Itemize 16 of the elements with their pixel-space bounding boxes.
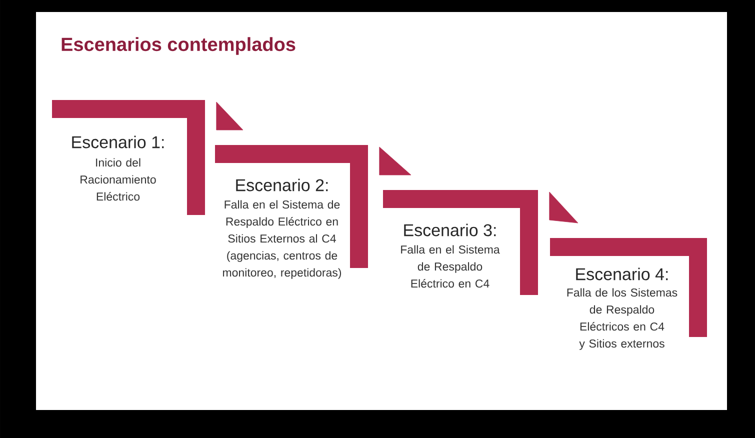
step-heading: Escenario 3: (404, 224, 496, 236)
step-bracket (215, 144, 368, 268)
chevron-arrow (379, 146, 412, 176)
step-description: Falla en el Sistema de Respaldo Eléctrico en Sitios Externos al C4 (agencias, centros de monitoreo, repetidoras) (223, 200, 342, 279)
step-bracket (52, 100, 205, 215)
title: Escenarios contemplados (62, 37, 296, 55)
step-description: Falla en el Sistema de Respaldo Eléctrico en C4 (401, 245, 500, 288)
step-bracket (383, 190, 538, 295)
step-description: Falla de los Sistemas de Respaldo Eléctricos en C4 y Sitios externos (567, 288, 678, 350)
step-heading: Escenario 1: (72, 136, 164, 148)
chevron-arrow (216, 102, 244, 130)
step-heading: Escenario 2: (236, 178, 328, 192)
step-heading: Escenario 4: (576, 268, 668, 280)
step-bracket (550, 238, 707, 337)
chevron-arrow (549, 192, 578, 224)
step-description: Inicio del Racionamiento Eléctrico (80, 158, 156, 201)
